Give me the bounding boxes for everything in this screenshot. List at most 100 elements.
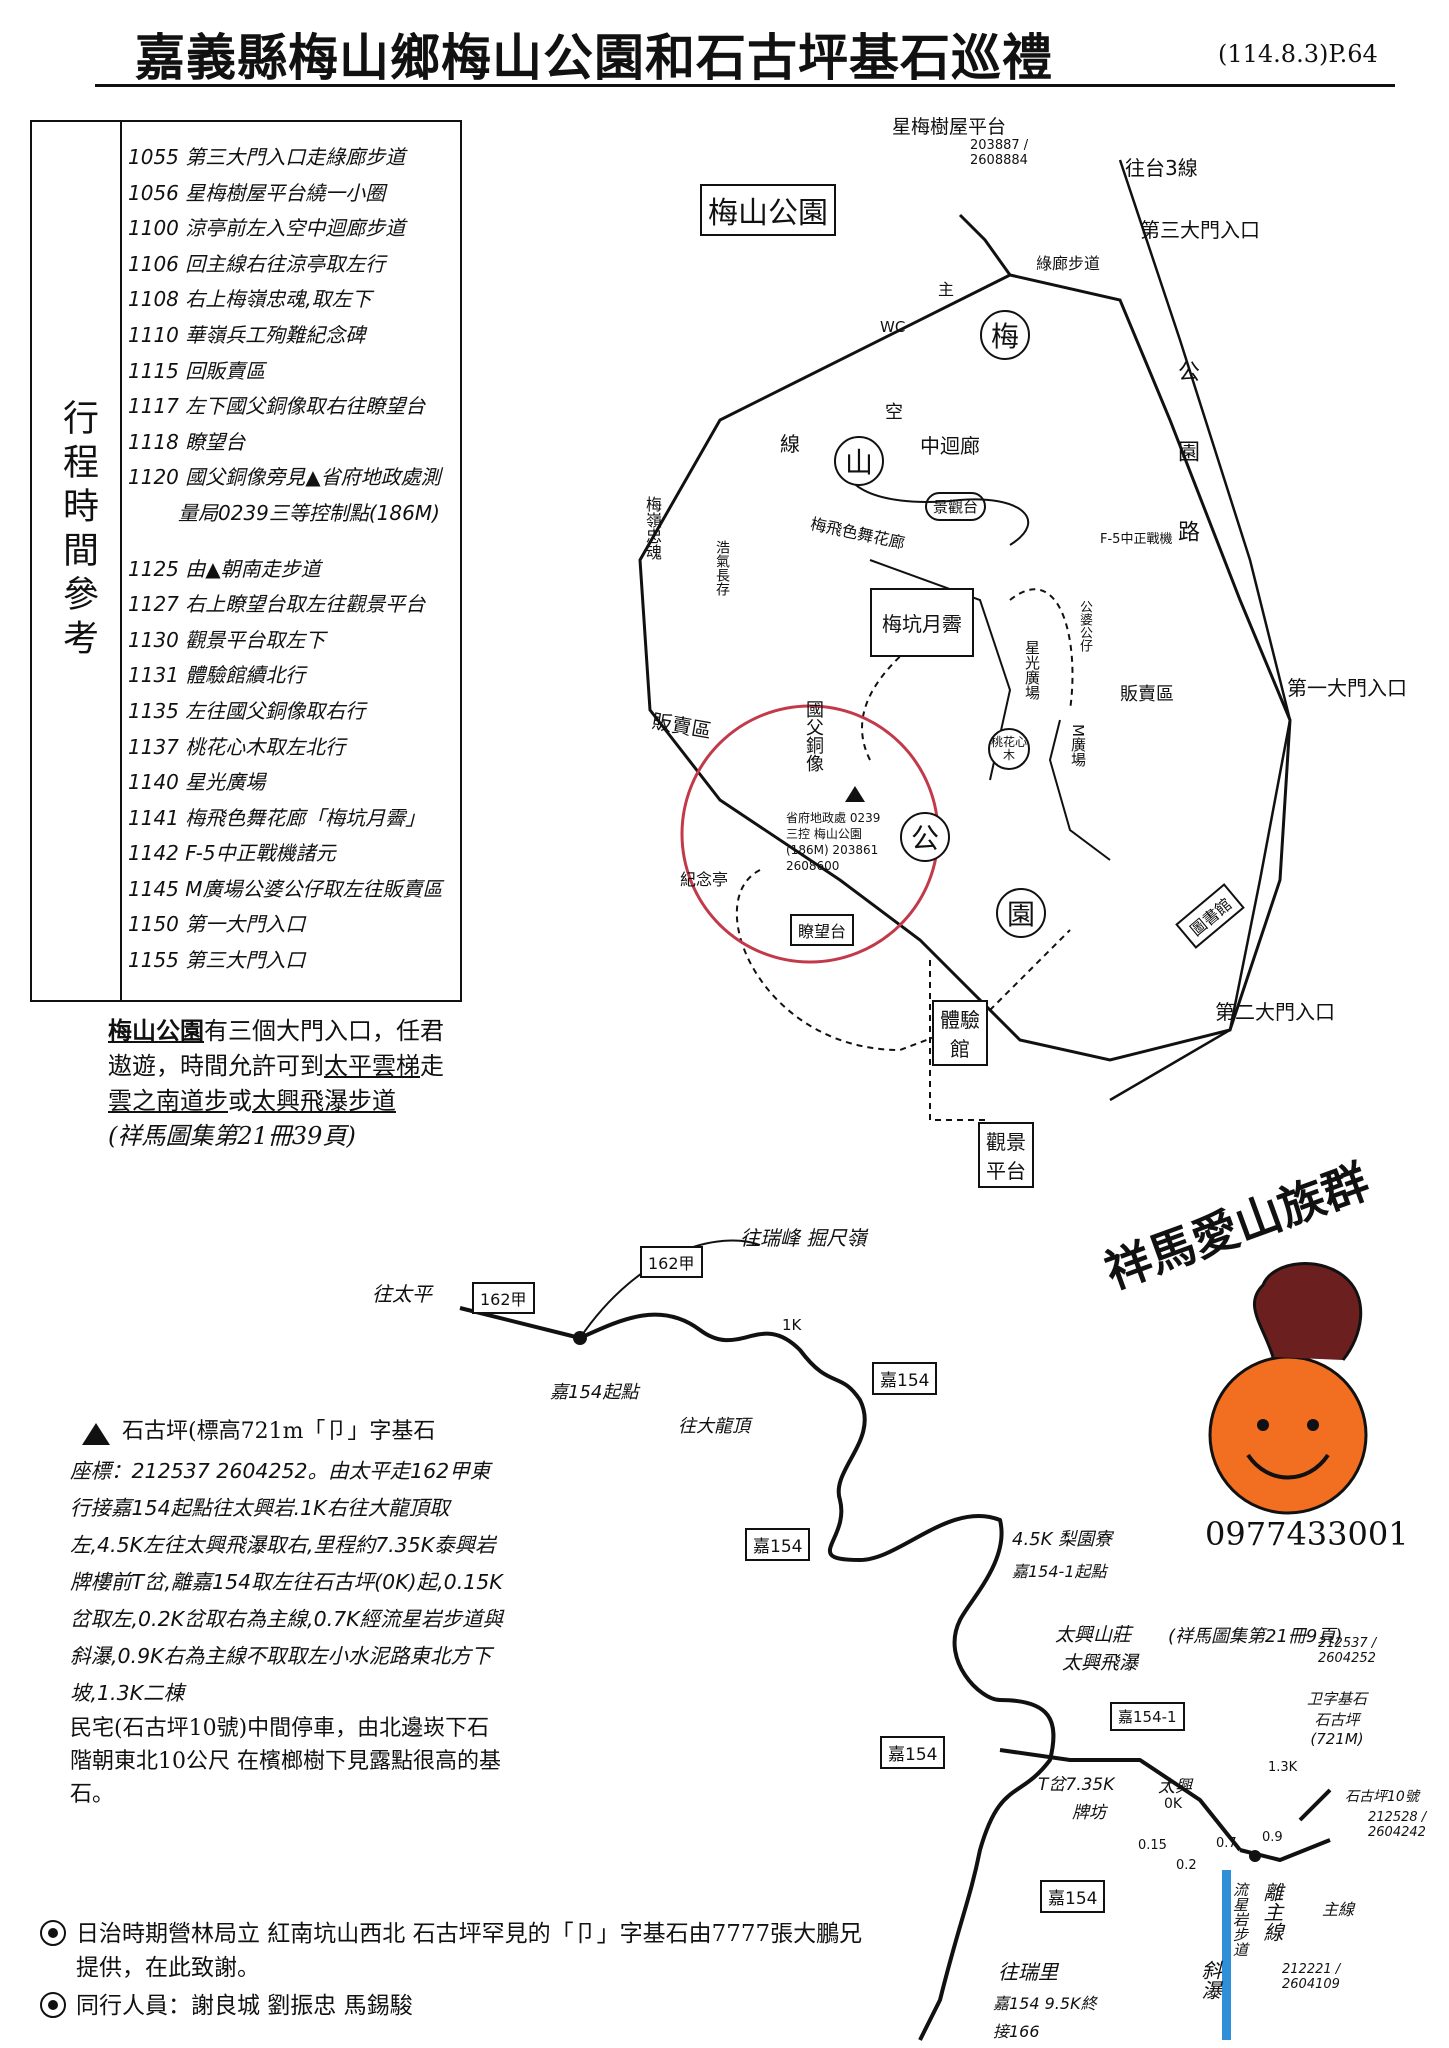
shop1-label: 販賣區 [1120, 684, 1174, 705]
j154-label-d: 嘉154 [1040, 1880, 1106, 1913]
itinerary-item: 1110 華嶺兵工殉難紀念碑 [128, 322, 366, 347]
j1541-start-label: 嘉154-1起點 [1012, 1562, 1107, 1581]
mahogany-label: 桃花心木 [988, 728, 1030, 770]
park-map-title: 梅山公園 [700, 184, 836, 236]
km0-label: 0K [1164, 1796, 1183, 1812]
benchmark-title: 石古坪(標高721m「卩」字基石 [122, 1419, 436, 1444]
intro-link-yunzhinan: 雲之南道步 [108, 1087, 228, 1115]
bullet-icon [40, 1920, 66, 1946]
gate2-label: 第二大門入口 [1215, 1000, 1335, 1024]
taixing-source-label: (祥馬圖集第21冊9頁) [1168, 1626, 1343, 1647]
coords1-label: 212537 / 2604252 [1318, 1636, 1377, 1666]
itinerary-item: 1118 瞭望台 [128, 429, 246, 454]
date-page: (114.8.3)P.64 [1218, 40, 1378, 68]
intro-source: (祥馬圖集第21冊39頁) [108, 1122, 356, 1150]
itinerary-item: 1135 左往國父銅像取右行 [128, 698, 366, 723]
t-junction-label: T岔7.35K [1038, 1775, 1115, 1795]
intro-line2: 遨遊，時間允許可到 [108, 1052, 324, 1080]
km015-label: 0.15 [1138, 1838, 1167, 1853]
gate1-label: 第一大門入口 [1287, 676, 1407, 700]
wc-label: WC [880, 318, 906, 336]
itinerary-item: 1117 左下國父銅像取右往瞭望台 [128, 394, 426, 419]
park-road-label: 公園路 [1174, 360, 1199, 600]
jie166-label: 接166 [993, 2022, 1040, 2041]
starlight-label: 星光廣場 [1023, 640, 1041, 700]
page-title: 嘉義縣梅山鄉梅山公園和石古坪基石巡禮 [135, 28, 1053, 87]
taixing-short-label: 太興 [1158, 1777, 1192, 1797]
itinerary-item: 1150 第一大門入口 [128, 912, 306, 937]
route-junction-162a [573, 1331, 587, 1345]
taixing-label: 太興山莊 [1055, 1624, 1132, 1646]
itinerary-item: 1145 M廣場公婆公仔取左往販賣區 [128, 876, 443, 901]
itinerary-item: 1106 回主線右往涼亭取左行 [128, 251, 386, 276]
j1541-label: 嘉154-1 [1110, 1702, 1185, 1731]
intro-or: 或 [228, 1087, 252, 1115]
itinerary-list: 1055 第三大門入口走綠廊步道 1056 星梅樹屋平台繞一小圈 1100 涼亭… [128, 140, 454, 979]
old-couple-label: 公婆公仔 [1077, 600, 1092, 652]
stone-label: 卫字基石 石古坪 (721M) [1306, 1690, 1367, 1748]
m-square-label: M廣場 [1069, 724, 1087, 767]
j154-label-b: 嘉154 [745, 1528, 811, 1561]
km13-label: 1.3K [1268, 1760, 1298, 1775]
benchmark-0239-label: 省府地政處 0239三控 梅山公園 (186M) 203861 2608600 [786, 811, 881, 873]
green-corridor-label: 綠廊步道 [1036, 254, 1101, 273]
to-ruili-label: 往瑞里 [998, 1960, 1058, 1984]
off-main-label: 離主線 [1260, 1882, 1284, 1942]
end95-label: 嘉154 9.5K終 [993, 1994, 1097, 2013]
j154-label-c: 嘉154 [880, 1736, 946, 1769]
club-phone: 0977433001 [1205, 1515, 1409, 1553]
j154-start-label: 嘉154起點 [550, 1382, 639, 1403]
intro-link-taiping: 太平雲梯 [324, 1052, 420, 1080]
archway-label: 牌坊 [1072, 1803, 1106, 1823]
park-char-gong: 公 [900, 812, 950, 862]
itinerary-item: 1056 星梅樹屋平台繞一小圈 [128, 180, 386, 205]
note-item: 日治時期營林局立 紅南坑山西北 石古坪罕見的「卩」字基石由7777張大鵬兄提供，… [40, 1917, 900, 1985]
statue-label: 國父銅像 [803, 700, 824, 772]
viewing-platform-label: 景觀台 [925, 492, 987, 521]
itinerary-item: 1115 回販賣區 [128, 358, 266, 383]
coords2-label: 212528 / 2604242 [1368, 1810, 1427, 1840]
itinerary-table: 行程時間參考 1055 第三大門入口走綠廊步道 1056 星梅樹屋平台繞一小圈 … [30, 120, 462, 1002]
notes: 日治時期營林局立 紅南坑山西北 石古坪罕見的「卩」字基石由7777張大鵬兄提供，… [40, 1917, 900, 2023]
park-char-shan: 山 [834, 436, 884, 486]
itinerary-item: 1131 體驗館續北行 [128, 663, 306, 688]
note-item: 同行人員：謝良城 劉振忠 馬錫駿 [40, 1989, 900, 2023]
main-line-label: 主線 [1322, 1900, 1355, 1919]
to-dalongding-label: 往大龍頂 [678, 1416, 750, 1437]
line-label: 線 [780, 432, 800, 456]
itinerary-item: 1130 觀景平台取左下 [128, 627, 326, 652]
intro-walk: 走 [420, 1052, 444, 1080]
itinerary-label: 行程時間參考 [57, 399, 98, 663]
experience-label: 體驗館 [932, 1000, 988, 1066]
house-label: 石古坪10號 [1345, 1789, 1419, 1805]
plum-spirit-label: 梅嶺忠魂 [643, 496, 662, 560]
bullet-icon [40, 1992, 66, 2018]
itinerary-item: 1142 F-5中正戰機諸元 [128, 841, 336, 866]
route-162a-left: 162甲 [472, 1282, 535, 1314]
itinerary-item: 1137 桃花心木取左北行 [128, 734, 346, 759]
park-char-yuan: 園 [996, 888, 1046, 938]
itinerary-item: 1100 涼亭前左入空中迴廊步道 [128, 216, 406, 241]
benchmark-printed: 民宅(石古坪10號)中間停車，由北邊崁下石階朝東北10公尺 在檳榔樹下見露點很高… [70, 1716, 501, 1807]
memorial-label: 浩氣長存 [714, 540, 730, 596]
f5-label: F-5中正戰機 [1100, 532, 1173, 547]
itinerary-item: 1055 第三大門入口走綠廊步道 [128, 145, 406, 169]
note-credit: 日治時期營林局立 紅南坑山西北 石古坪罕見的「卩」字基石由7777張大鵬兄提供，… [76, 1921, 863, 1981]
itinerary-label-cell: 行程時間參考 [34, 122, 122, 1000]
route-162a-top: 162甲 [640, 1246, 703, 1278]
lookout-label: 瞭望台 [790, 914, 855, 946]
gate3-label: 第三大門入口 [1140, 218, 1260, 242]
itinerary-item: 量局0239三等控制點(186M) [178, 500, 440, 525]
pavilion-label: 紀念亭 [680, 870, 729, 889]
meikeng-label: 梅坑月霽 [870, 588, 974, 657]
km02-label: 0.2 [1176, 1858, 1197, 1873]
sky-label: 空 [885, 402, 903, 423]
pumpkin-face-icon [1208, 1355, 1368, 1515]
itinerary-item: 1155 第三大門入口 [128, 948, 306, 973]
title-rule [95, 84, 1395, 87]
km45-label: 4.5K 梨園寮 [1012, 1529, 1113, 1550]
benchmark-description: 石古坪(標高721m「卩」字基石 座標：212537 2604252。由太平走1… [70, 1413, 510, 1811]
j154-label-a: 嘉154 [872, 1362, 938, 1395]
to-taiping-label: 往太平 [372, 1282, 432, 1306]
